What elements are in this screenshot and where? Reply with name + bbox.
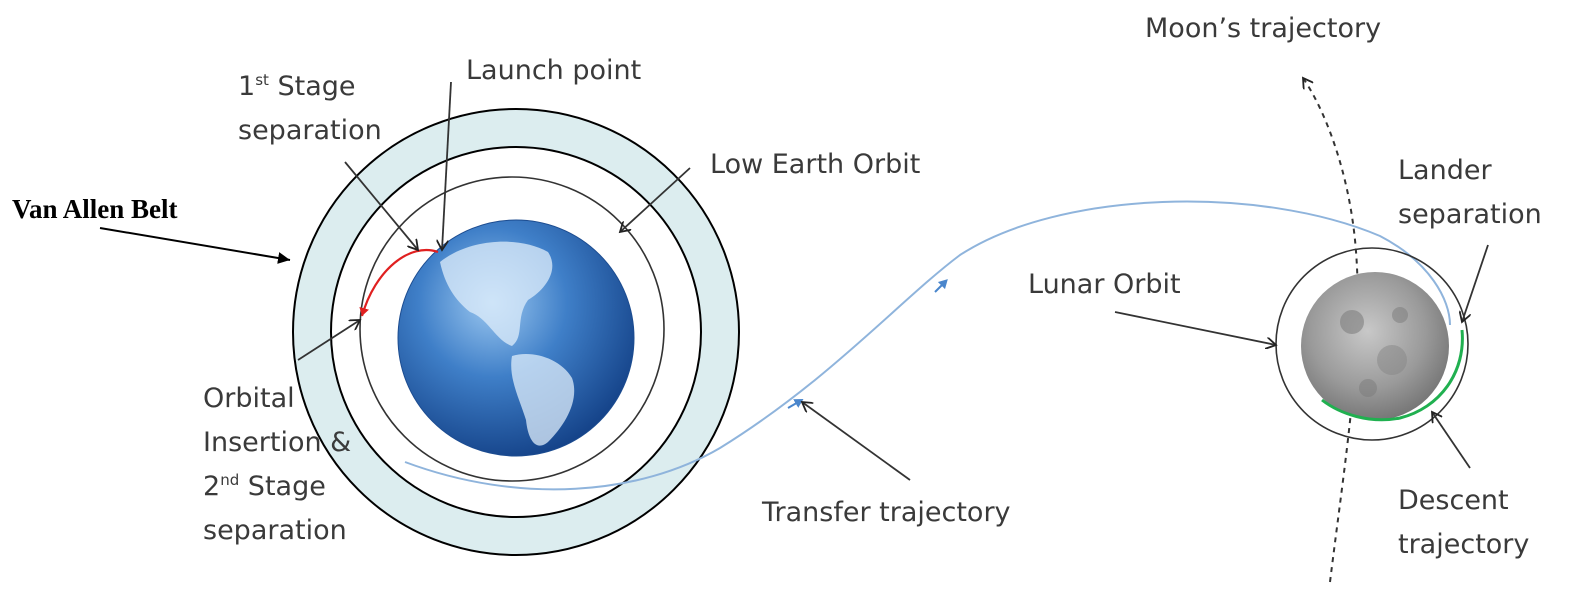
lunar-orbit-arrow xyxy=(1114,311,1276,345)
first-stage-separation-label: separation xyxy=(238,115,382,146)
transfer-arrow-1 xyxy=(787,398,804,409)
moon-trajectory-path xyxy=(1303,78,1359,583)
launch-point-arrow xyxy=(442,81,452,250)
lander-label: Lander xyxy=(1398,155,1492,186)
orbital-label: Orbital xyxy=(203,383,295,414)
second-stage-separation-label: separation xyxy=(203,515,347,546)
low-earth-orbit-label: Low Earth Orbit xyxy=(710,149,921,180)
second-stage-label: 2nd Stage xyxy=(203,464,326,509)
earth-globe xyxy=(397,219,635,457)
first-stage-label: 1st Stage xyxy=(238,64,356,109)
descent-label: Descent xyxy=(1398,485,1509,516)
launch-point-label: Launch point xyxy=(466,55,642,86)
first-stage-ordinal: st xyxy=(255,71,269,89)
orbital-insertion-arrow xyxy=(297,320,360,361)
second-stage-number: 2 xyxy=(203,471,221,502)
low-earth-orbit-arrow xyxy=(620,167,691,232)
insertion-label: Insertion & xyxy=(203,427,352,458)
lander-separation-label: separation xyxy=(1398,199,1542,230)
first-stage-word: Stage xyxy=(268,71,356,102)
transfer-trajectory-path xyxy=(404,200,1451,491)
transfer-arrow-2 xyxy=(934,279,948,293)
van-allen-belt-label: Van Allen Belt xyxy=(12,194,178,224)
second-stage-word: Stage xyxy=(239,471,326,502)
lander-separation-arrow xyxy=(1462,244,1489,322)
ascent-arc xyxy=(359,248,439,317)
first-stage-arrow xyxy=(344,161,418,250)
descent-trajectory-label: trajectory xyxy=(1398,529,1530,560)
lunar-orbit-label: Lunar Orbit xyxy=(1028,269,1181,300)
moon xyxy=(1301,272,1449,420)
first-stage-number: 1 xyxy=(238,71,256,102)
transfer-trajectory-arrow xyxy=(802,402,911,481)
descent-trajectory-arrow xyxy=(1432,412,1471,469)
descent-arc xyxy=(1321,329,1464,422)
van-allen-belt-arrow xyxy=(99,227,291,264)
second-stage-ordinal: nd xyxy=(220,471,240,489)
transfer-trajectory-label: Transfer trajectory xyxy=(762,497,1011,528)
moon-trajectory-label: Moon’s trajectory xyxy=(1145,13,1382,44)
